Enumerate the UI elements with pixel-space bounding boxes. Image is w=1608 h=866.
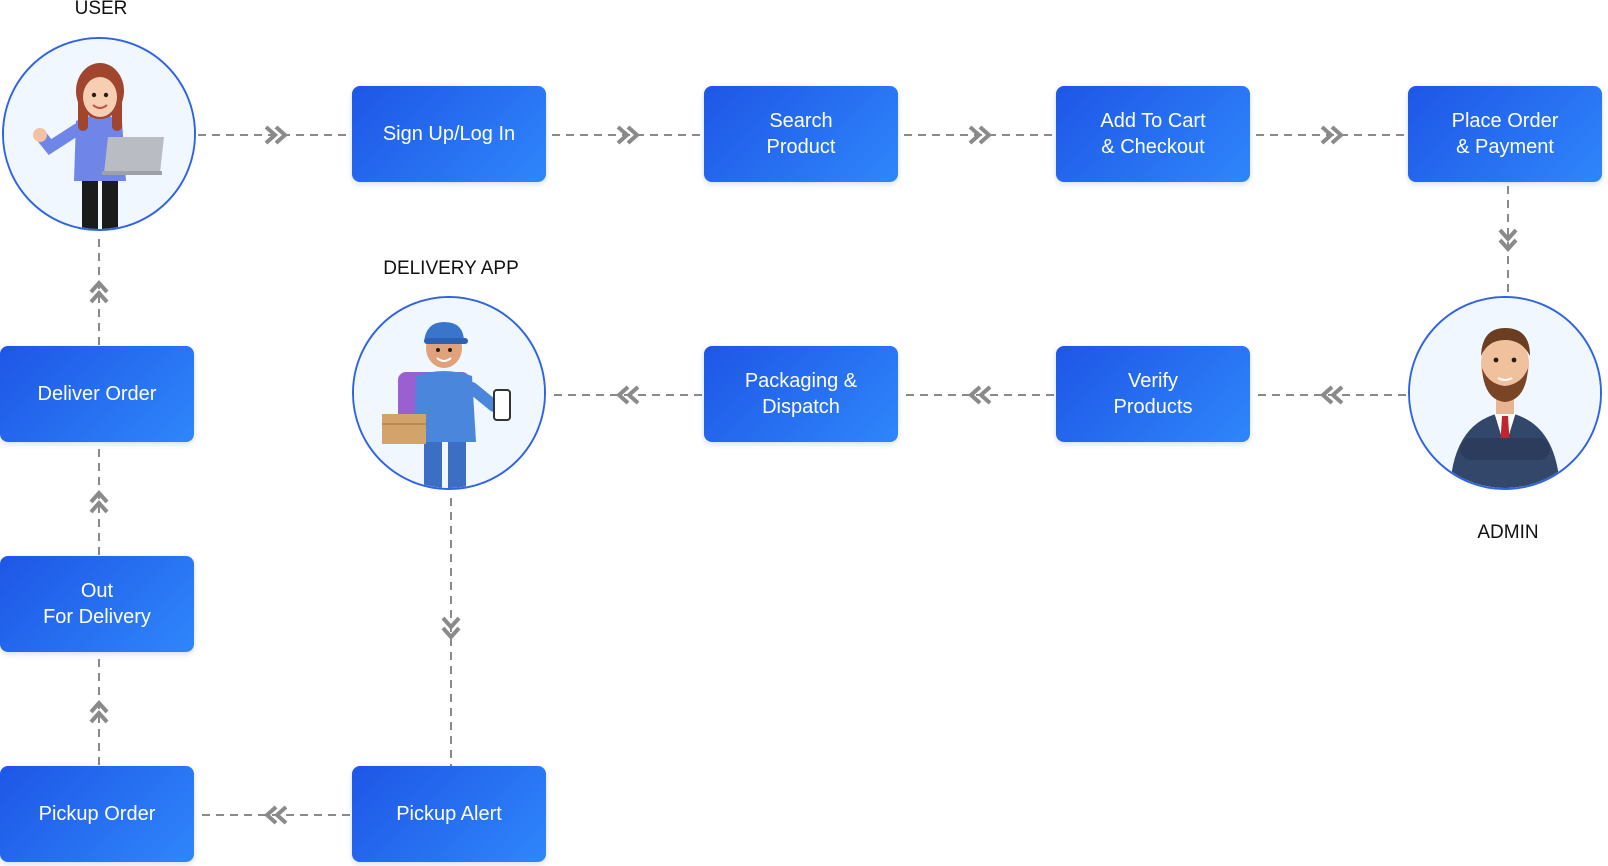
user-avatar: [2, 37, 196, 231]
step-packaging-dispatch: Packaging & Dispatch: [704, 346, 898, 442]
delivery-man-icon: [354, 298, 544, 488]
admin-avatar: [1408, 296, 1602, 490]
step-deliver-order: Deliver Order: [0, 346, 194, 442]
step-pickup-order: Pickup Order: [0, 766, 194, 862]
user-label: USER: [74, 0, 128, 19]
businessman-icon: [1410, 298, 1600, 488]
step-out-for-delivery: Out For Delivery: [0, 556, 194, 652]
step-verify-products: Verify Products: [1056, 346, 1250, 442]
delivery-app-avatar: [352, 296, 546, 490]
woman-with-laptop-icon: [4, 39, 194, 229]
delivery-app-label: DELIVERY APP: [383, 258, 519, 279]
admin-label: ADMIN: [1477, 522, 1539, 543]
arrow-chevrons: [89, 125, 1518, 825]
step-place-order-payment: Place Order & Payment: [1408, 86, 1602, 182]
step-pickup-alert: Pickup Alert: [352, 766, 546, 862]
step-add-to-cart-checkout: Add To Cart & Checkout: [1056, 86, 1250, 182]
step-sign-up-log-in: Sign Up/Log In: [352, 86, 546, 182]
step-search-product: Search Product: [704, 86, 898, 182]
